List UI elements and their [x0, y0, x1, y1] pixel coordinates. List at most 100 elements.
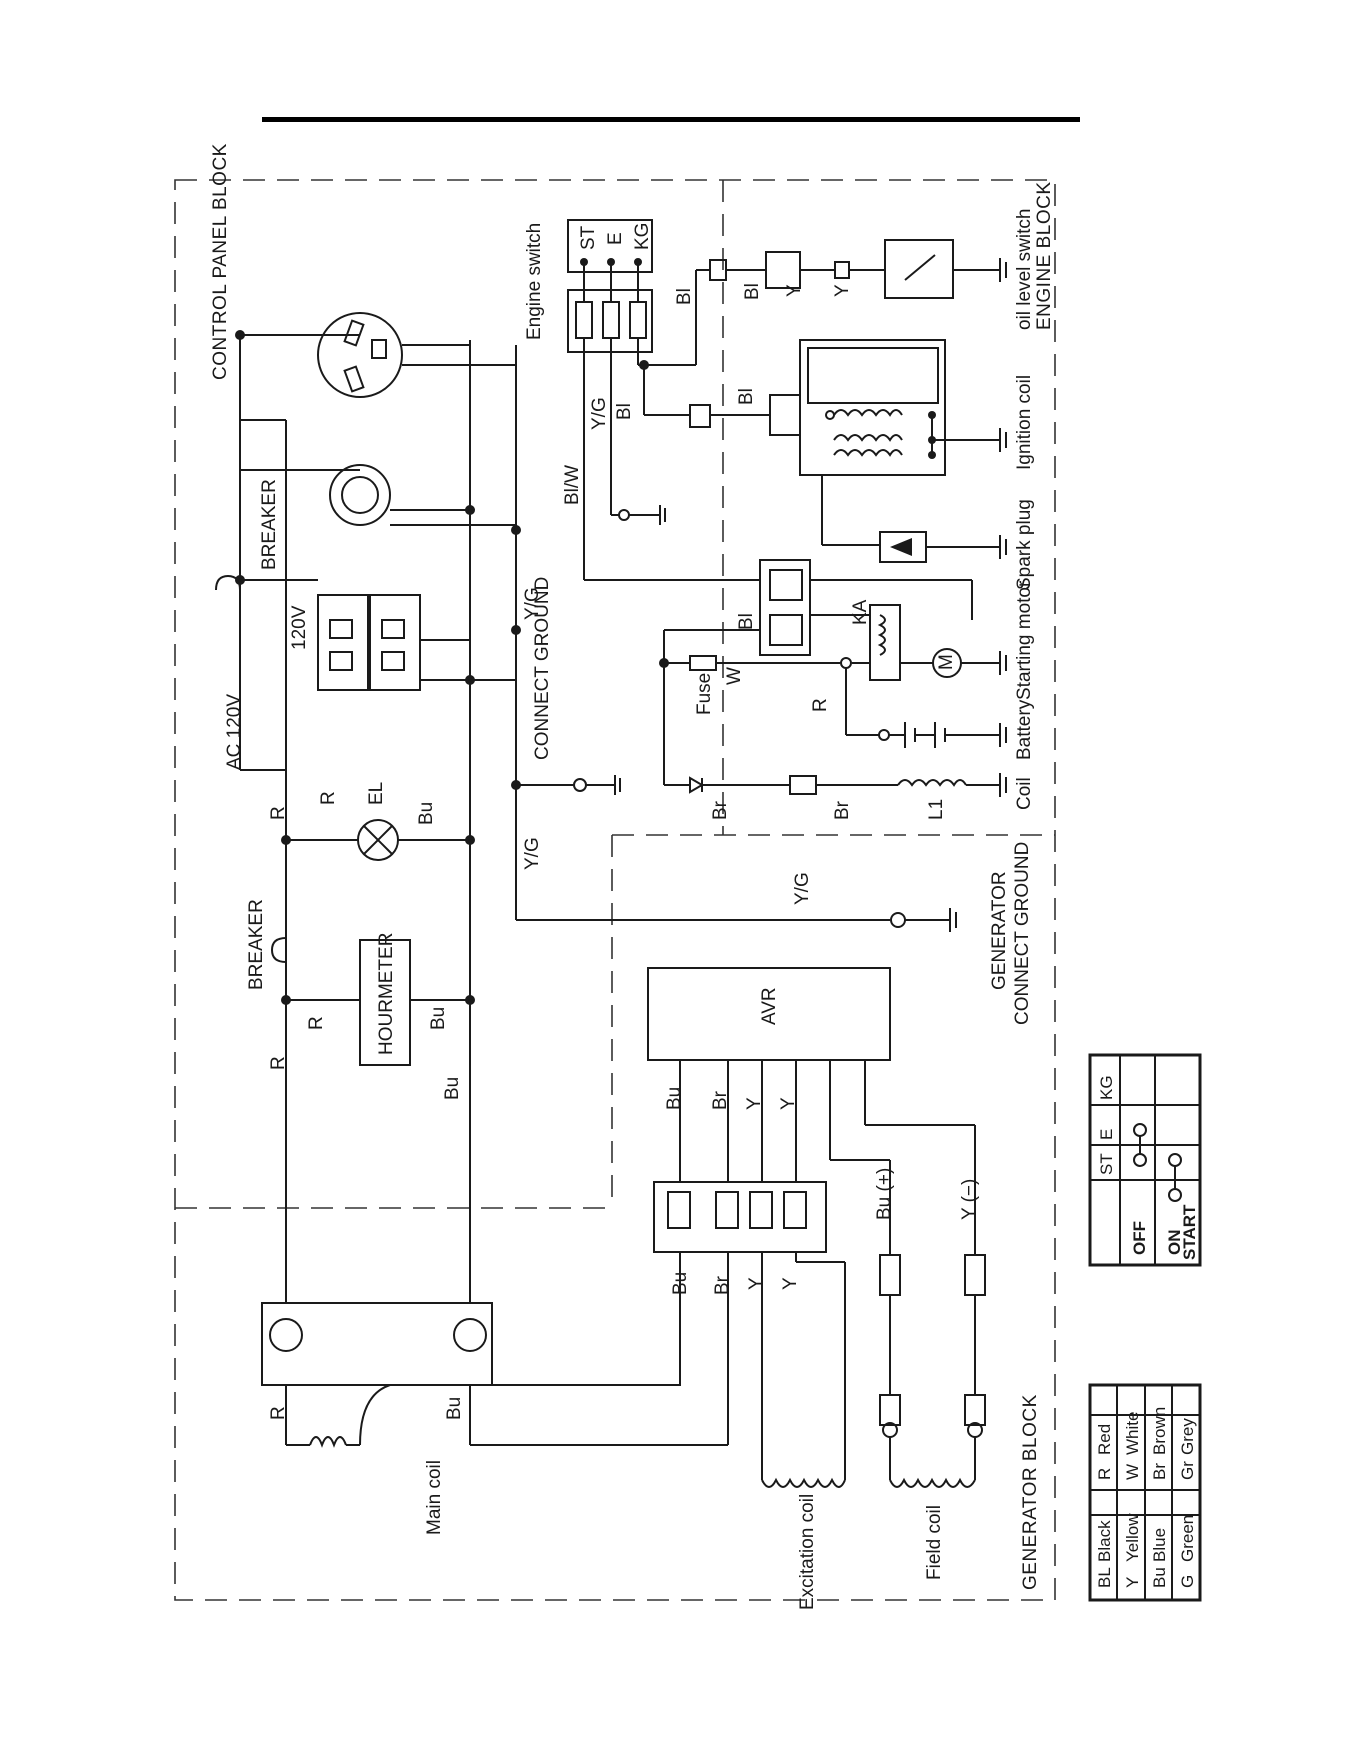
legend-name-black: Black [1095, 1520, 1114, 1562]
table-col-e: E [1097, 1129, 1116, 1140]
receptacle-3prong [239, 312, 516, 420]
oil-level-switch-label: oil level switch [1014, 209, 1035, 330]
legend-code-g: G [1178, 1575, 1197, 1588]
breaker-mid [270, 937, 287, 963]
generator-ground-label-1: GENERATOR [989, 871, 1010, 990]
legend-code-w: W [1123, 1464, 1142, 1480]
avr-wire-br: Br [710, 1090, 731, 1110]
wire-bu-mid: Bu [442, 1077, 463, 1100]
legend-name-brown: Brown [1150, 1407, 1169, 1455]
outer-boundary [174, 179, 1056, 1601]
legend-code-r: R [1095, 1468, 1114, 1480]
wire-w: W [724, 667, 745, 685]
conn-wire-bu: Bu [670, 1272, 691, 1295]
wire-r-hourmeter: R [306, 1016, 327, 1030]
legend-name-blue: Blue [1150, 1528, 1169, 1562]
connect-ground-label: CONNECT GROUND [532, 577, 553, 760]
wire-y-oil-1: Y [784, 284, 805, 297]
receptacle-duplex-120v [240, 579, 516, 691]
wire-y-oil-2: Y [832, 284, 853, 297]
wire-bl-switch: Bl [614, 403, 635, 420]
table-row-on: ON [1165, 1230, 1184, 1256]
engine-block-title: ENGINE BLOCK [1034, 181, 1055, 330]
lamp-label: EL [366, 782, 387, 805]
wire-bu-lamp: Bu [416, 802, 437, 825]
field-coil-label: Field coil [924, 1505, 945, 1580]
table-col-kg: KG [1097, 1075, 1116, 1100]
receptacle-twistlock [240, 464, 516, 526]
table-row-start: START [1180, 1204, 1199, 1260]
starting-motor-label: Starting motor [1014, 580, 1035, 700]
ignition-coil-label: Ignition coil [1014, 375, 1035, 470]
main-terminal-block [261, 1302, 493, 1386]
field-wire-y-minus: Y (−) [959, 1179, 980, 1220]
switch-terminal-kg: KG [632, 223, 653, 250]
wire-bl-relay: Bl [736, 613, 757, 630]
table-row-off: OFF [1130, 1221, 1149, 1255]
legend-code-y: Y [1123, 1577, 1142, 1588]
legend-name-green: Green [1178, 1515, 1197, 1562]
lamp-el [286, 819, 470, 861]
coil-ref-label: L1 [926, 799, 947, 820]
main-coil-label: Main coil [424, 1460, 445, 1535]
fuse-label: Fuse [694, 673, 715, 715]
legend-code-br: Br [1150, 1463, 1169, 1480]
spark-plug [879, 531, 1007, 563]
wire-bl-oil: Bl [742, 283, 763, 300]
breaker-mid-label: BREAKER [246, 899, 267, 990]
ignition-coil [689, 339, 1007, 546]
color-legend-table [1088, 1383, 1202, 1602]
motor-symbol: M [936, 654, 957, 670]
block-boundaries [174, 179, 1056, 1601]
hourmeter [286, 939, 470, 1066]
legend-code-gr: Gr [1178, 1461, 1197, 1480]
generator-block-title: GENERATOR BLOCK [1020, 1394, 1041, 1590]
oil-level-switch [709, 239, 1007, 299]
conn-wire-y2: Y [780, 1277, 801, 1290]
excitation-coil [761, 1252, 846, 1488]
avr-wire-y2: Y [778, 1097, 799, 1110]
generator-connect-ground [890, 908, 957, 932]
wire-br-2: Br [832, 800, 853, 820]
battery [878, 722, 1007, 748]
wire-y-g-generator: Y/G [792, 872, 813, 905]
relay-and-motor [659, 559, 1007, 785]
wire-bl-ignition: Bl [736, 388, 757, 405]
wire-y-g-2: Y/G [522, 837, 543, 870]
avr-module [647, 967, 976, 1255]
field-coil [879, 1254, 986, 1488]
conn-wire-y1: Y [746, 1277, 767, 1290]
legend-code-bl: BL [1095, 1567, 1114, 1588]
table-col-st: ST [1097, 1153, 1116, 1175]
wire-r-coil: R [268, 1406, 289, 1420]
charging-coil [664, 773, 1007, 797]
wire-bl-w: Bl/W [562, 465, 583, 505]
receptacle-120v-label: 120V [289, 605, 310, 650]
legend-name-red: Red [1095, 1424, 1114, 1455]
wire-r-battery: R [810, 698, 831, 712]
switch-terminal-st: ST [578, 225, 599, 250]
avr-connector-block [653, 1181, 827, 1253]
wire-r-mid: R [268, 1056, 289, 1070]
coil-label: Coil [1014, 777, 1035, 810]
breaker-top [215, 574, 241, 591]
wire-r-lamp: R [318, 791, 339, 805]
legend-name-yellow: Yellow [1123, 1513, 1142, 1562]
wire-bl-kg: Bl [674, 288, 695, 305]
main-coil [285, 1250, 729, 1448]
breaker-top-label: BREAKER [259, 479, 280, 570]
avr-wire-bu: Bu [664, 1087, 685, 1110]
wire-bu-coil: Bu [444, 1397, 465, 1420]
hourmeter-label: HOURMETER [376, 933, 397, 1055]
wire-bu-hourmeter: Bu [428, 1007, 449, 1030]
ac-120v-label: AC 120V [224, 694, 245, 770]
generator-ground-label-2: CONNECT GROUND [1012, 842, 1033, 1025]
switch-state-table [1088, 1053, 1202, 1267]
avr-wire-y1: Y [744, 1097, 765, 1110]
battery-label: Battery [1014, 699, 1035, 760]
junction-dots [235, 330, 521, 1005]
wire-y-g-switch: Y/G [589, 397, 610, 430]
relay-label: KA [850, 599, 871, 625]
